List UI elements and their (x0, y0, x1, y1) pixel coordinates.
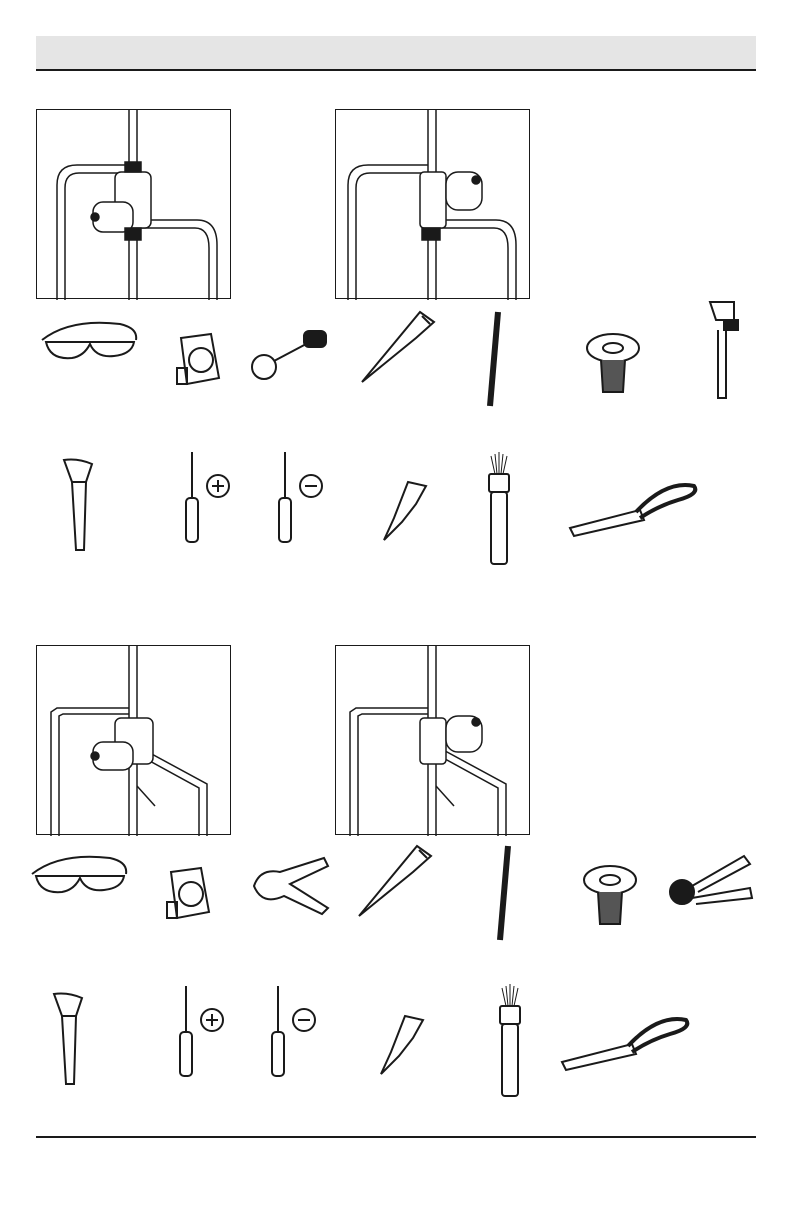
safety-glasses-icon (40, 318, 140, 368)
safety-glasses-icon (30, 852, 130, 902)
valve-panel-front-copper (36, 109, 231, 299)
adjustable-wrench-icon (58, 456, 98, 554)
crimp-tool-icon (664, 852, 756, 918)
strap-wrench-icon (558, 1004, 692, 1074)
flathead-screwdriver-icon (268, 984, 318, 1080)
caulk-tube-icon (380, 476, 430, 542)
file-icon (494, 844, 514, 944)
caulk-tube-icon (377, 1010, 427, 1076)
adjustable-wrench-icon (48, 990, 88, 1088)
valve-panel-front-pex (36, 645, 231, 835)
flashlight-icon (483, 452, 515, 568)
tube-cutter-icon (248, 325, 334, 385)
valve-panel-rear-pex (335, 645, 530, 835)
hacksaw-icon (358, 306, 438, 386)
strap-wrench-icon (566, 470, 700, 540)
flashlight-icon (494, 984, 526, 1100)
phillips-screwdriver-icon (176, 984, 226, 1080)
valve-panel-rear-copper (335, 109, 530, 299)
phillips-screwdriver-icon (182, 450, 232, 546)
file-icon (484, 310, 504, 410)
hacksaw-icon (355, 840, 435, 920)
tape-measure-icon (165, 864, 213, 922)
pipe-wrench-icon (702, 298, 742, 402)
footer-rule (36, 1136, 756, 1138)
plumbers-tape-icon (580, 862, 640, 930)
header-band (36, 36, 756, 71)
pex-cutter-icon (250, 856, 332, 918)
tape-measure-icon (175, 330, 223, 388)
plumbers-tape-icon (583, 330, 643, 398)
flathead-screwdriver-icon (275, 450, 325, 546)
